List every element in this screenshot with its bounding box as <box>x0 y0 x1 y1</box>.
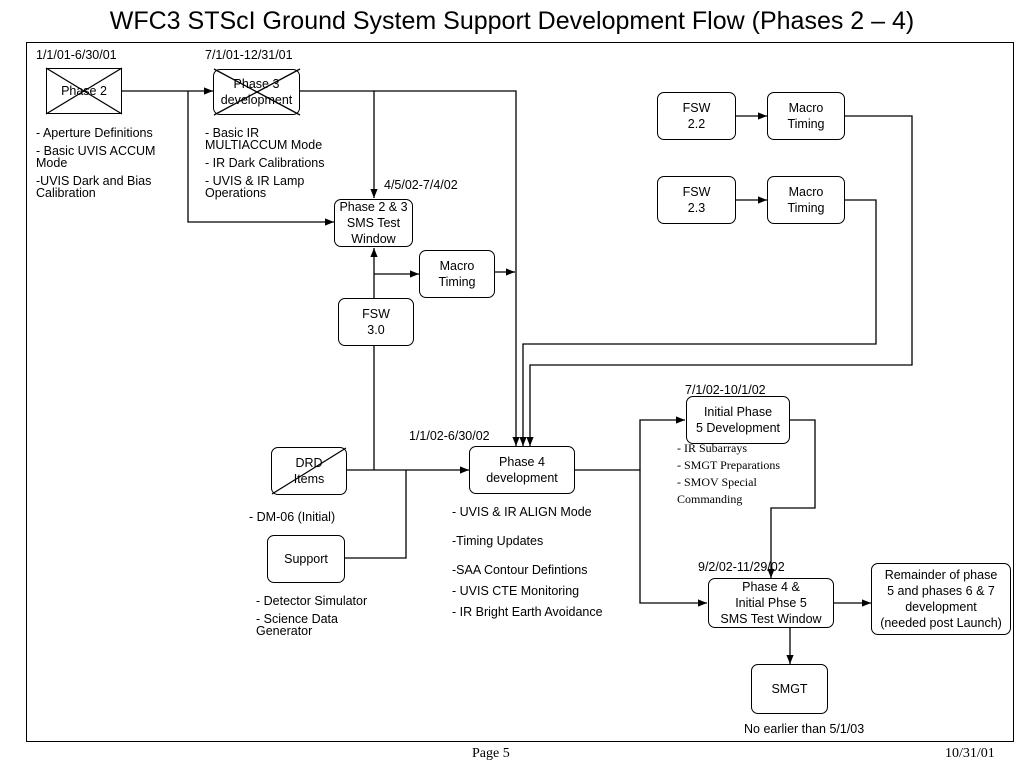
smgt-note: No earlier than 5/1/03 <box>744 722 865 736</box>
phase5-label: Initial Phase 5 Development <box>695 405 781 435</box>
macro-timing-22-label: Macro Timing <box>787 101 825 131</box>
sms45-date-label: 9/2/02-11/29/02 <box>698 560 785 574</box>
phase3-note: - Basic IR MULTIACCUM Mode <box>205 126 323 152</box>
phase2-note: -UVIS Dark and Bias Calibration <box>36 174 152 200</box>
macro23-to-phase4 <box>519 199 877 446</box>
macro-timing-mid-box: Macro Timing <box>419 250 495 298</box>
phase3-box: Phase 3 development <box>213 69 300 115</box>
phase4-note: - UVIS & IR ALIGN Mode <box>452 505 592 519</box>
phase5-note: - SMGT Preparations <box>677 458 781 472</box>
support-notes: - Detector Simulator - Science Data Gene… <box>256 595 367 643</box>
macro-timing-23-label: Macro Timing <box>787 185 825 215</box>
support-note: - Science Data Generator <box>256 612 338 638</box>
sms45-box: Phase 4 & Initial Phse 5 SMS Test Window <box>708 578 834 628</box>
phase5-note: - IR Subarrays <box>677 441 747 455</box>
fsw23-box: FSW 2.3 <box>657 176 736 224</box>
phase4-to-sms45 <box>639 470 707 607</box>
phase4-to-phase5 <box>575 416 685 471</box>
fsw23-label: FSW 2.3 <box>682 185 711 215</box>
phase5-date-label: 7/1/02-10/1/02 <box>685 383 766 397</box>
phase2-note: - Aperture Definitions <box>36 126 153 140</box>
phase5-notes: - IR Subarrays - SMGT Preparations - SMO… <box>677 440 780 508</box>
phase2-to-sms23 <box>187 91 334 226</box>
phase4-date-label: 1/1/02-6/30/02 <box>409 429 490 443</box>
macro22-to-phase4 <box>526 115 913 446</box>
sms45-label: Phase 4 & Initial Phse 5 SMS Test Window <box>720 580 822 626</box>
drd-items-label: DRD Items <box>293 456 325 486</box>
page-number: Page 5 <box>472 746 510 761</box>
smgt-box: SMGT <box>751 664 828 714</box>
phase4-notes: - UVIS & IR ALIGN Mode -Timing Updates -… <box>452 506 603 624</box>
phase3-date-label: 7/1/01-12/31/01 <box>205 48 293 62</box>
sms23-box: Phase 2 & 3 SMS Test Window <box>334 199 413 247</box>
phase3-notes: - Basic IR MULTIACCUM Mode - IR Dark Cal… <box>205 127 324 205</box>
phase4-label: Phase 4 development <box>486 455 558 485</box>
phase4-box: Phase 4 development <box>469 446 575 494</box>
macro-timing-22-box: Macro Timing <box>767 92 845 140</box>
remainder-label: Remainder of phase 5 and phases 6 & 7 de… <box>880 568 1002 630</box>
phase3-note: - IR Dark Calibrations <box>205 156 325 170</box>
support-note: - Detector Simulator <box>256 594 368 608</box>
remainder-box: Remainder of phase 5 and phases 6 & 7 de… <box>871 563 1011 635</box>
phase5-to-sms45 <box>767 419 816 578</box>
fsw30-label: FSW 3.0 <box>362 307 390 337</box>
phase2-label: Phase 2 <box>61 84 107 98</box>
support-label: Support <box>284 552 328 566</box>
phase2-notes: - Aperture Definitions - Basic UVIS ACCU… <box>36 127 155 205</box>
phase3-label: Phase 3 development <box>220 77 293 107</box>
phase2-box: Phase 2 <box>46 68 122 114</box>
drd-cross <box>271 447 347 495</box>
support-box: Support <box>267 535 345 583</box>
phase2-date-label: 1/1/01-6/30/01 <box>36 48 117 62</box>
sms23-label: Phase 2 & 3 SMS Test Window <box>339 200 408 246</box>
page-title: WFC3 STScI Ground System Support Develop… <box>109 7 915 35</box>
smgt-label: SMGT <box>771 682 808 696</box>
phase3-to-phase4 <box>374 90 520 446</box>
macro-timing-23-box: Macro Timing <box>767 176 845 224</box>
phase5-box: Initial Phase 5 Development <box>686 396 790 444</box>
drd-note: - DM-06 (Initial) <box>249 510 336 524</box>
fsw22-label: FSW 2.2 <box>682 101 711 131</box>
sms23-date-label: 4/5/02-7/4/02 <box>384 178 458 192</box>
drd-notes: - DM-06 (Initial) <box>249 511 335 529</box>
phase3-note: - UVIS & IR Lamp Operations <box>205 174 305 200</box>
diagram-frame <box>26 42 1014 742</box>
fsw22-box: FSW 2.2 <box>657 92 736 140</box>
macro-timing-mid-label: Macro Timing <box>438 259 476 289</box>
footer-date: 10/31/01 <box>945 746 995 761</box>
phase4-note: -SAA Contour Defintions <box>452 563 588 577</box>
phase2-note: - Basic UVIS ACCUM Mode <box>36 144 156 170</box>
phase4-note: -Timing Updates <box>452 534 544 548</box>
drd-items-box: DRD Items <box>271 447 347 495</box>
phase4-note: - IR Bright Earth Avoidance <box>452 605 603 619</box>
fsw30-box: FSW 3.0 <box>338 298 414 346</box>
phase2-cross-b <box>45 67 123 115</box>
support-to-phase4 <box>345 470 407 559</box>
phase5-note: - SMOV Special Commanding <box>677 475 757 506</box>
phase4-note: - UVIS CTE Monitoring <box>452 584 580 598</box>
phase3-cross-b <box>213 68 301 116</box>
